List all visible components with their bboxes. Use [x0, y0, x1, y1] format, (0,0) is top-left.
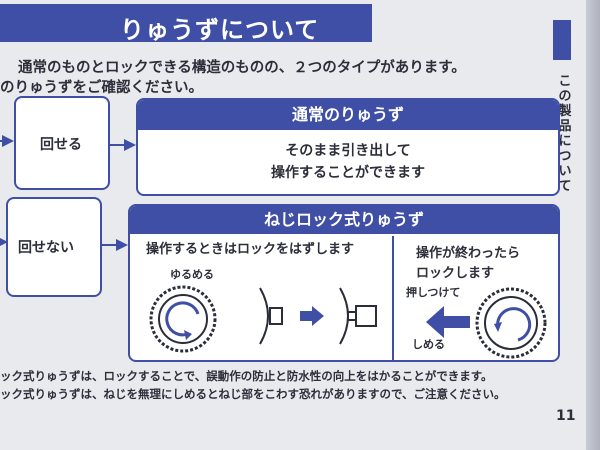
lead-arrow-lock	[0, 236, 8, 248]
footnote-line-2: ック式りゅうずは、ねじを無理にしめるとねじ部をこわす恐れがありますので、ご注意く…	[0, 387, 506, 401]
footnote-line-1: ック式りゅうずは、ロックすることで、誤動作の防止と防水性の向上をはかることができ…	[0, 369, 493, 383]
crown-side-pulled-icon	[339, 287, 377, 345]
arrow-to-normal-panel	[108, 139, 136, 151]
page-edge-shadow	[586, 0, 600, 450]
tighten-label: しめる	[412, 338, 445, 351]
page-number: 11	[556, 408, 576, 424]
left-label-turnable: 回せる	[40, 137, 82, 153]
panel-normal-title: 通常のりゅうず	[291, 105, 404, 124]
intro-text: 通常のものとロックできる構造のものの、２つのタイプがあります。 のりゅうずをご確…	[0, 58, 466, 98]
panel-lock-header: ねじロック式りゅうず	[130, 206, 558, 234]
arrow-to-lock-panel	[100, 239, 128, 251]
left-box-turnable: 回せる	[14, 96, 110, 190]
lock-panel-divider	[392, 236, 394, 360]
intro-line-1: 通常のものとロックできる構造のものの、２つのタイプがあります。	[18, 60, 466, 76]
panel-normal-crown: 通常のりゅうず そのまま引き出して 操作することができます	[136, 98, 560, 196]
panel-normal-header: 通常のりゅうず	[138, 100, 558, 130]
lead-arrow-normal	[0, 135, 14, 147]
normal-body-line-2: 操作することができます	[271, 165, 425, 181]
panel-lock-crown: ねじロック式りゅうず 操作するときはロックをはずします ゆるめる 操作が終わった…	[128, 204, 560, 362]
crown-side-loosened-icon	[259, 287, 283, 345]
crown-loosen-icon	[149, 285, 217, 353]
section-title-bar: りゅうずについて	[0, 4, 372, 44]
left-box-not-turnable: 回せない	[6, 197, 102, 297]
panel-lock-title: ねじロック式りゅうず	[263, 210, 424, 229]
side-index-tab	[553, 20, 571, 60]
panel-normal-body: そのまま引き出して 操作することができます	[138, 140, 558, 184]
unlock-heading: 操作するときはロックをはずします	[146, 242, 355, 257]
left-label-not-turnable: 回せない	[18, 240, 74, 256]
intro-line-2: のりゅうずをご確認ください。	[0, 80, 203, 96]
normal-body-line-1: そのまま引き出して	[285, 143, 411, 159]
process-arrow-icon	[300, 306, 324, 326]
crown-tighten-icon	[475, 287, 547, 359]
loosen-label: ゆるめる	[170, 268, 214, 281]
side-index-label: この製品について	[558, 74, 572, 194]
lock-heading-line-2: ロックします	[416, 266, 495, 281]
lock-heading-line-1: 操作が終わったら	[416, 246, 521, 261]
push-label: 押しつけて	[406, 286, 461, 299]
push-arrow-icon	[426, 306, 470, 338]
section-title: りゅうずについて	[120, 16, 320, 44]
